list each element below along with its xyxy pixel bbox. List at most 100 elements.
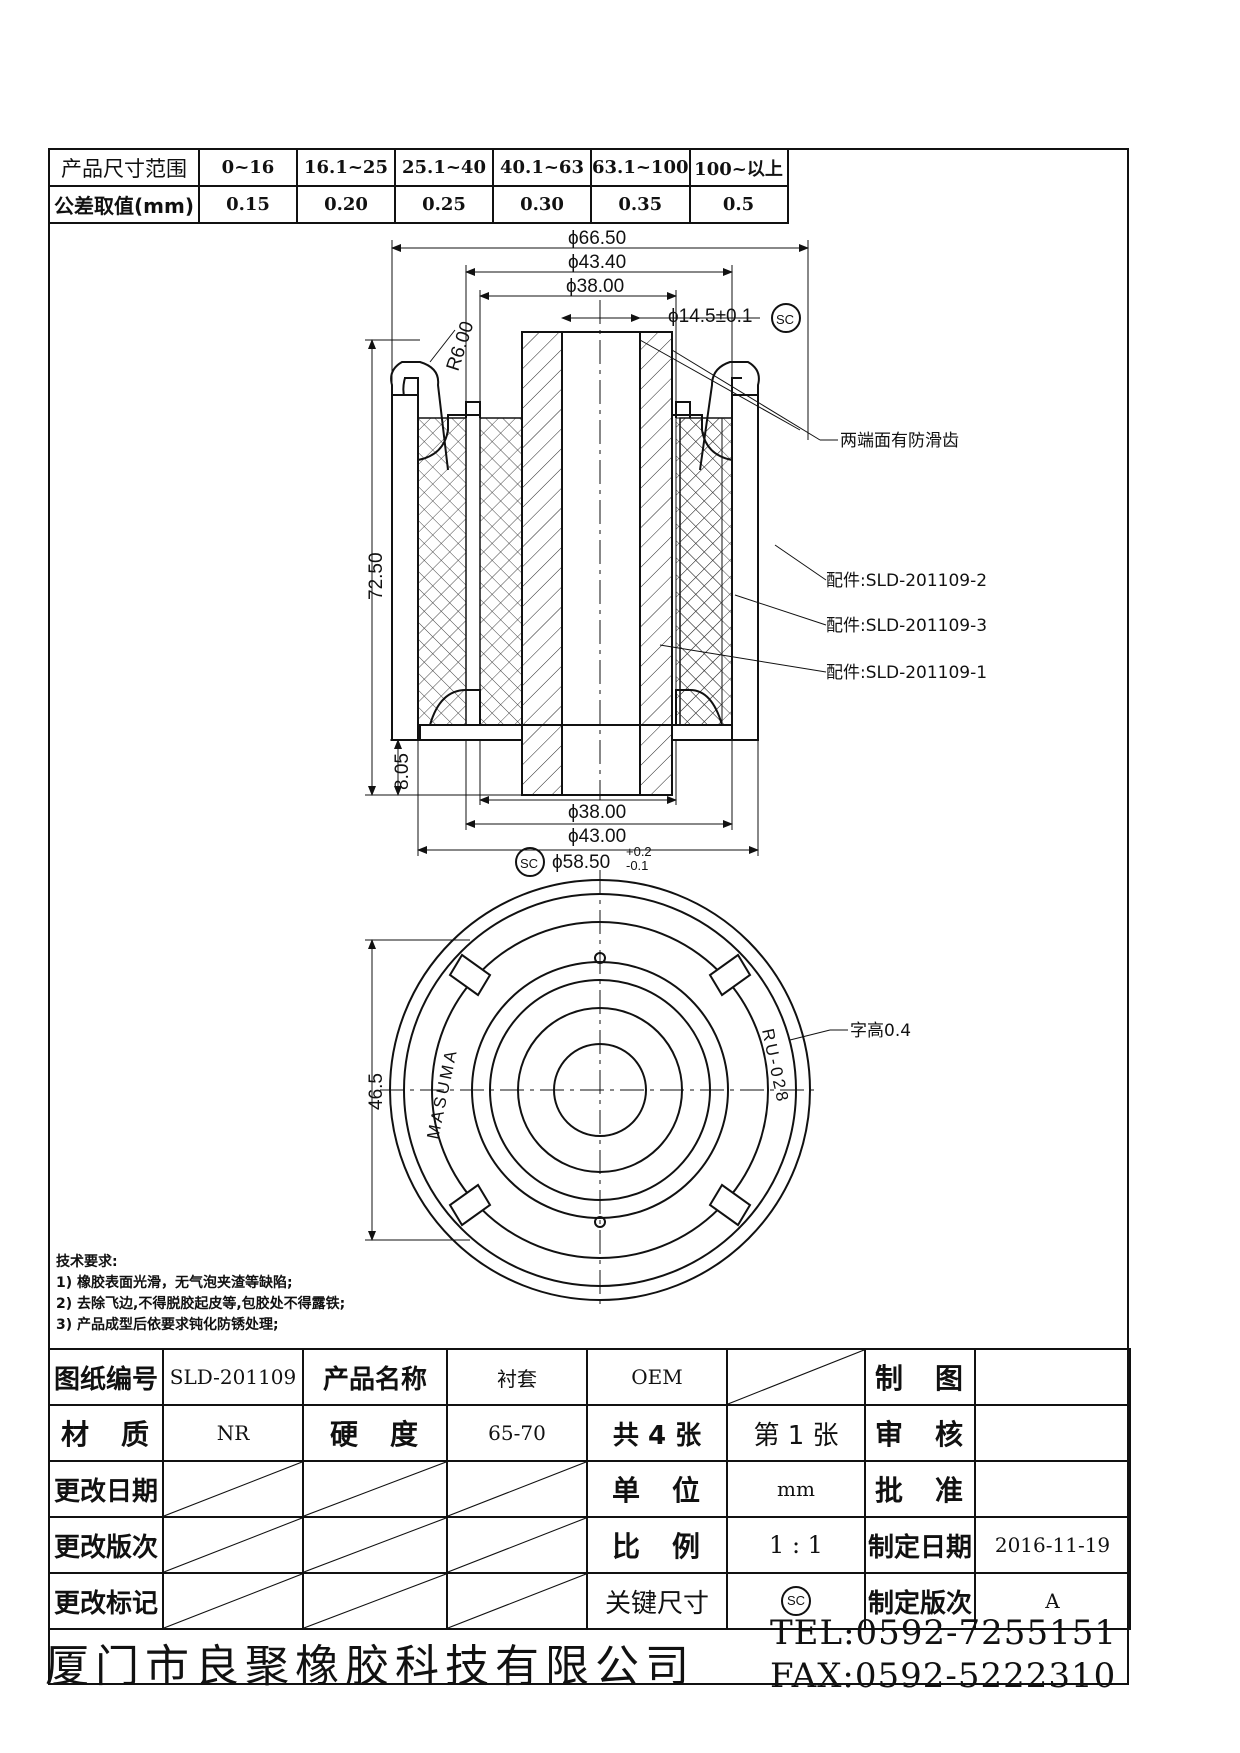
outer-shell-right <box>731 394 759 741</box>
hardness-label: 硬 度 <box>302 1404 448 1462</box>
value-cell: 0.25 <box>394 185 494 224</box>
drawing-no-label: 图纸编号 <box>48 1348 164 1406</box>
tb-row-1: 图纸编号 SLD-201109 产品名称 衬套 OEM 制 图 <box>48 1348 1131 1406</box>
dim-top-height: 46.5 <box>366 1073 387 1110</box>
sc-symbol-icon: SC <box>781 1586 811 1616</box>
title-block: 图纸编号 SLD-201109 产品名称 衬套 OEM 制 图 材 质 NR 硬… <box>48 1348 1131 1630</box>
unit-label: 单 位 <box>586 1460 728 1518</box>
sc-symbol-bottom <box>515 847 545 877</box>
change-rev-cell <box>302 1516 448 1574</box>
dim-height: 72.50 <box>366 552 387 600</box>
dim-shell-tol-lower: -0.1 <box>626 858 648 873</box>
change-rev-cell <box>162 1516 304 1574</box>
dim-bottom-step: 8.05 <box>392 753 413 790</box>
made-rev: A <box>974 1572 1131 1630</box>
range-cell: 100~以上 <box>688 148 789 187</box>
tolerance-table: 产品尺寸范围 0~16 16.1~25 25.1~40 40.1~63 63.1… <box>48 148 789 224</box>
range-cell: 40.1~63 <box>492 148 592 187</box>
value-cell: 0.20 <box>296 185 396 224</box>
product-name-label: 产品名称 <box>302 1348 448 1406</box>
top-view <box>365 870 848 1310</box>
rubber-inner-left <box>479 417 523 726</box>
change-mark-cell <box>446 1572 588 1630</box>
key-dim-cell: SC <box>726 1572 866 1630</box>
hardness: 65-70 <box>446 1404 588 1462</box>
sc-symbol-top <box>771 303 801 333</box>
outer-shell <box>391 394 419 741</box>
note-teeth: 两端面有防滑齿 <box>840 431 959 451</box>
approve-value <box>974 1460 1131 1518</box>
range-cell: 25.1~40 <box>394 148 494 187</box>
review-label: 审 核 <box>864 1404 976 1462</box>
rubber-inner-right <box>675 417 723 726</box>
scale-label: 比 例 <box>586 1516 728 1574</box>
value-cell: 0.5 <box>688 185 789 224</box>
text-ru028: RU-028 <box>758 1027 793 1106</box>
range-label: 产品尺寸范围 <box>48 148 200 187</box>
top-left-step <box>465 401 481 418</box>
dim-radius: R6.00 <box>443 319 479 374</box>
section-labels: ϕ66.50 ϕ43.40 ϕ38.00 ϕ14.5±0.1 R6.00 72.… <box>366 228 987 877</box>
tolerance-range-row: 产品尺寸范围 0~16 16.1~25 25.1~40 40.1~63 63.1… <box>48 148 789 187</box>
unit: mm <box>726 1460 866 1518</box>
change-rev-cell <box>446 1516 588 1574</box>
key-dim-label: 关键尺寸 <box>586 1572 728 1630</box>
change-date-cell <box>162 1460 304 1518</box>
drawn-value <box>974 1348 1131 1406</box>
note-char-height: 字高0.4 <box>850 1021 911 1041</box>
sc-label-bottom: SC <box>520 856 538 871</box>
range-cell: 0~16 <box>198 148 298 187</box>
made-rev-label: 制定版次 <box>864 1572 976 1630</box>
dim-bore: ϕ14.5±0.1 <box>668 306 752 327</box>
change-mark-cell <box>302 1572 448 1630</box>
section-dimensions <box>365 240 838 856</box>
change-mark-cell <box>162 1572 304 1630</box>
value-cell: 0.15 <box>198 185 298 224</box>
dim-shell: ϕ58.50 <box>552 852 610 873</box>
scale: 1 : 1 <box>726 1516 866 1574</box>
tb-row-4: 更改版次 比 例 1 : 1 制定日期 2016-11-19 <box>48 1516 1131 1574</box>
company-name: 厦门市良聚橡胶科技有限公司 <box>45 1641 695 1692</box>
change-mark-label: 更改标记 <box>48 1572 164 1630</box>
text-masuma: MASUMA <box>423 1046 461 1141</box>
tech-title: 技术要求: <box>56 1254 118 1270</box>
range-cell: 16.1~25 <box>296 148 396 187</box>
tb-row-3: 更改日期 单 位 mm 批 准 <box>48 1460 1131 1518</box>
top-right-step <box>675 401 691 418</box>
value-cell: 0.35 <box>590 185 691 224</box>
value-label: 公差取值(mm) <box>48 185 200 224</box>
material-label: 材 质 <box>48 1404 164 1462</box>
made-date-label: 制定日期 <box>864 1516 976 1574</box>
tech-item: 1) 橡胶表面光滑，无气泡夹渣等缺陷; <box>56 1275 293 1291</box>
tolerance-value-row: 公差取值(mm) 0.15 0.20 0.25 0.30 0.35 0.5 <box>48 185 789 224</box>
tel-number: TEL:0592-7255151 <box>770 1613 1117 1653</box>
tech-item: 3) 产品成型后依要求钝化防锈处理; <box>56 1317 279 1333</box>
tb-row-2: 材 质 NR 硬 度 65-70 共 4 张 第 1 张 审 核 <box>48 1404 1131 1462</box>
section-view <box>390 300 760 800</box>
part-2-label: 配件:SLD-201109-2 <box>826 571 987 591</box>
tb-row-5: 更改标记 关键尺寸 SC 制定版次 A <box>48 1572 1131 1630</box>
drawing-no: SLD-201109 <box>162 1348 304 1406</box>
dim-outer-bottom: ϕ43.00 <box>568 826 626 847</box>
change-rev-label: 更改版次 <box>48 1516 164 1574</box>
part-1-label: 配件:SLD-201109-1 <box>826 663 987 683</box>
top-view-labels: 46.5 MASUMA RU-028 字高0.4 <box>366 1021 911 1141</box>
dim-inner-bottom: ϕ38.00 <box>568 802 626 823</box>
sheet-no: 第 1 张 <box>726 1404 866 1462</box>
flange-left <box>390 361 449 471</box>
value-cell: 0.30 <box>492 185 592 224</box>
part-3-label: 配件:SLD-201109-3 <box>826 616 987 636</box>
cup-right <box>672 377 742 462</box>
tech-item: 2) 去除飞边,不得脱胶起皮等,包胶处不得露铁; <box>56 1296 346 1312</box>
cup-left <box>404 377 480 462</box>
sc-label-top: SC <box>776 312 794 327</box>
oem-label: OEM <box>586 1348 728 1406</box>
change-date-cell <box>446 1460 588 1518</box>
fax-number: FAX:0592-5222310 <box>770 1656 1117 1696</box>
dim-shell-tol-upper: +0.2 <box>626 844 652 859</box>
change-date-cell <box>302 1460 448 1518</box>
product-name: 衬套 <box>446 1348 588 1406</box>
change-date-label: 更改日期 <box>48 1460 164 1518</box>
